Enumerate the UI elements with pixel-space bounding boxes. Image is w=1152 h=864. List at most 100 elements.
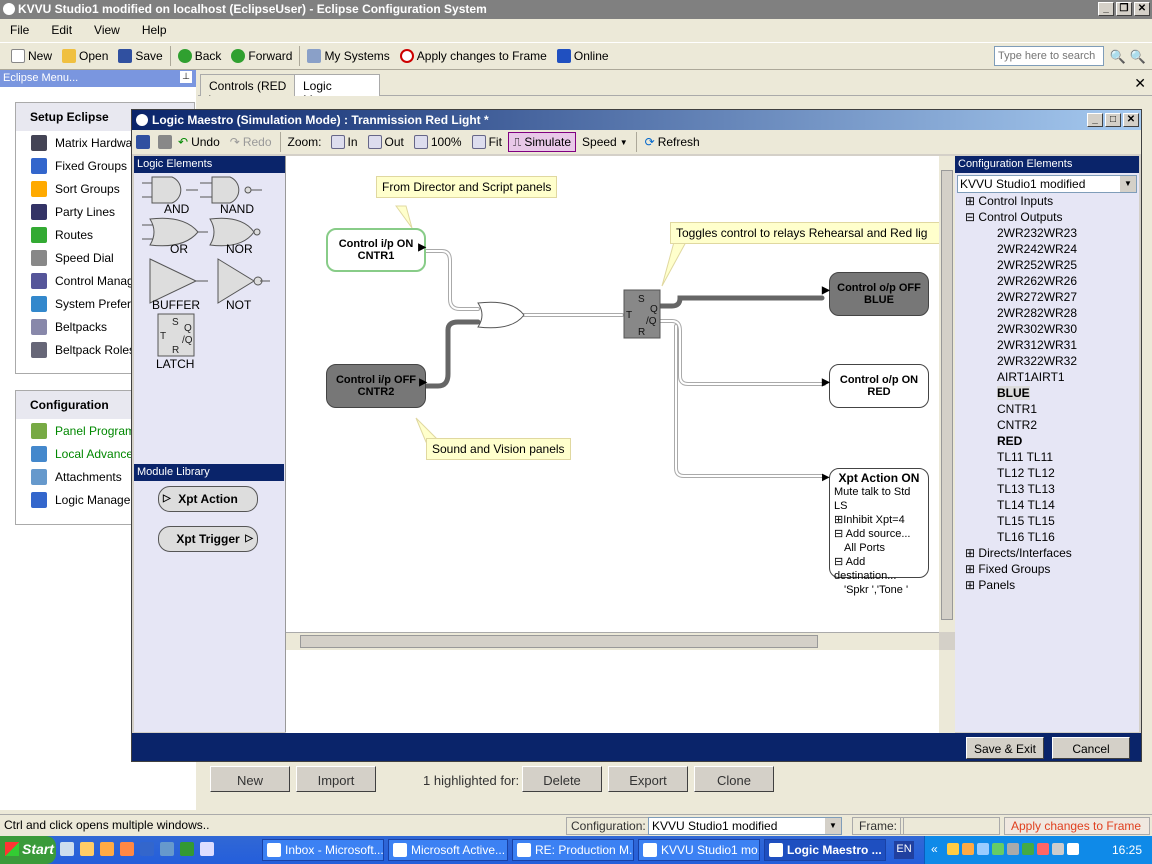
config-item[interactable]: Attachments (16, 465, 194, 488)
simulate-toggle[interactable]: ⎍Simulate (507, 132, 577, 152)
forward-button[interactable]: Forward (226, 45, 297, 67)
close-tab-icon[interactable]: ✕ (1134, 75, 1146, 91)
tree-output-item[interactable]: 2WR282WR28 (997, 306, 1078, 320)
tray-icon[interactable] (1037, 843, 1049, 855)
chevron-down-icon[interactable]: ▼ (1120, 176, 1136, 192)
tree-output-item[interactable]: TL13 TL13 (997, 482, 1055, 496)
tree-output-item[interactable]: 2WR322WR32 (997, 354, 1078, 368)
nand-label[interactable]: NAND (220, 202, 255, 216)
maximize-button[interactable]: ❐ (1116, 2, 1132, 16)
zoom-in-button[interactable]: In (327, 132, 362, 152)
tree-output-item[interactable]: RED (997, 434, 1023, 448)
tray-icon[interactable] (1052, 843, 1064, 855)
setup-item[interactable]: Party Lines (16, 200, 194, 223)
redo-button[interactable]: ↷Redo (226, 132, 276, 152)
undo-button[interactable]: ↶Undo (174, 132, 224, 152)
my-systems-button[interactable]: My Systems (302, 45, 394, 67)
menu-view[interactable]: View (94, 23, 120, 37)
app-icon[interactable] (160, 842, 174, 856)
office-icon[interactable] (120, 842, 134, 856)
search-input[interactable] (994, 46, 1104, 66)
setup-item[interactable]: Fixed Groups (16, 154, 194, 177)
save-button[interactable]: Save (113, 45, 167, 67)
tree-output-item[interactable]: CNTR1 (997, 402, 1038, 416)
tray-icon[interactable] (1067, 843, 1079, 855)
start-button[interactable]: Start (0, 836, 56, 864)
setup-item[interactable]: Beltpack Roles (16, 338, 194, 361)
not-label[interactable]: NOT (226, 298, 252, 312)
tree-output-item[interactable]: 2WR242WR24 (997, 242, 1078, 256)
tree-panels[interactable]: ⊞ Panels (965, 578, 1015, 592)
setup-item[interactable]: Beltpacks (16, 315, 194, 338)
config-item[interactable]: Logic Manager (16, 488, 194, 511)
apply-changes-button[interactable]: Apply changes to Frame (395, 45, 552, 67)
xpt-trigger-module[interactable]: Xpt Trigger▷ (158, 526, 258, 552)
tray-icon[interactable] (977, 843, 989, 855)
taskbar-item[interactable]: KVVU Studio1 mo... (638, 839, 760, 861)
properties-scrollbar[interactable] (939, 650, 955, 734)
tray-expand-icon[interactable]: « (931, 842, 938, 856)
language-indicator[interactable]: EN (894, 841, 914, 859)
word-icon[interactable] (140, 842, 154, 856)
buffer-label[interactable]: BUFFER (152, 298, 200, 312)
collapse-row[interactable]: ⊟ Add source... (834, 527, 924, 541)
tree-output-item[interactable]: TL12 TL12 (997, 466, 1055, 480)
new-button[interactable]: New (6, 45, 57, 67)
tree-output-item[interactable]: TL14 TL14 (997, 498, 1055, 512)
search-options-icon[interactable]: 🔍 (1129, 49, 1146, 64)
ie-icon[interactable] (80, 842, 94, 856)
excel-icon[interactable] (180, 842, 194, 856)
tree-output-item[interactable]: 2WR312WR31 (997, 338, 1078, 352)
taskbar-item[interactable]: Inbox - Microsoft... (262, 839, 384, 861)
tree-output-item[interactable]: 2WR302WR30 (997, 322, 1078, 336)
delete-button[interactable]: Delete (522, 766, 602, 792)
save-icon[interactable] (136, 135, 150, 149)
speed-dropdown[interactable]: Speed▼ (578, 132, 632, 152)
setup-item[interactable]: Control Manager (16, 269, 194, 292)
eclipse-icon[interactable] (200, 842, 214, 856)
cancel-button[interactable]: Cancel (1052, 737, 1130, 759)
tab-logic-manager[interactable]: Logic Manager (294, 74, 380, 107)
logic-canvas[interactable]: S T Q /Q R From Director and Script pane… (286, 156, 939, 632)
apply-changes-status-button[interactable]: Apply changes to Frame (1004, 817, 1150, 835)
tray-icon[interactable] (992, 843, 1004, 855)
xpt-action-module[interactable]: ▷Xpt Action (158, 486, 258, 512)
quicklaunch-icon[interactable] (60, 842, 74, 856)
tree-output-item[interactable]: TL15 TL15 (997, 514, 1055, 528)
minimize-button[interactable]: _ (1098, 2, 1114, 16)
zoom-out-button[interactable]: Out (364, 132, 408, 152)
menu-edit[interactable]: Edit (51, 23, 73, 37)
search-icon[interactable]: 🔍 (1109, 49, 1126, 64)
refresh-button[interactable]: ⟳Refresh (641, 132, 704, 152)
tree-directs[interactable]: ⊞ Directs/Interfaces (965, 546, 1072, 560)
dialog-maximize-button[interactable]: □ (1105, 113, 1121, 127)
taskbar-item[interactable]: RE: Production M... (512, 839, 634, 861)
config-item[interactable]: Local Advanced (16, 442, 194, 465)
tree-output-item[interactable]: BLUE (997, 386, 1030, 400)
import-button[interactable]: Import (296, 766, 376, 792)
print-icon[interactable] (158, 135, 172, 149)
tray-icon[interactable] (1022, 843, 1034, 855)
expand-row[interactable]: ⊞Inhibit Xpt=4 (834, 513, 924, 527)
setup-item[interactable]: Speed Dial (16, 246, 194, 269)
config-status-select[interactable]: KVVU Studio1 modified▼ (648, 817, 842, 835)
canvas-horizontal-scrollbar[interactable] (286, 632, 939, 650)
tree-output-item[interactable]: 2WR262WR26 (997, 274, 1078, 288)
pin-icon[interactable]: ⊥ (180, 71, 192, 83)
or-label[interactable]: OR (170, 242, 188, 256)
latch-label[interactable]: LATCH (156, 357, 195, 371)
zoom-fit-button[interactable]: Fit (468, 132, 506, 152)
dialog-minimize-button[interactable]: _ (1087, 113, 1103, 127)
close-button[interactable]: ✕ (1134, 2, 1150, 16)
tree-output-item[interactable]: AIRT1AIRT1 (997, 370, 1065, 384)
and-label[interactable]: AND (164, 202, 190, 216)
tree-fixed-groups[interactable]: ⊞ Fixed Groups (965, 562, 1050, 576)
outlook-icon[interactable] (100, 842, 114, 856)
menu-help[interactable]: Help (141, 23, 167, 37)
tray-icon[interactable] (947, 843, 959, 855)
nor-label[interactable]: NOR (226, 242, 253, 256)
